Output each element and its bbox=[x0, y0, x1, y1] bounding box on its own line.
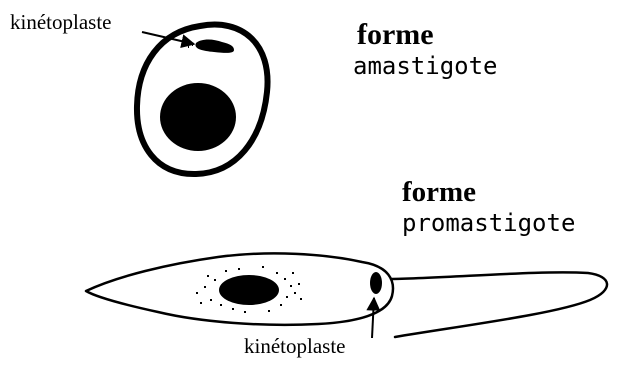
promastigote-title-line1: forme bbox=[402, 178, 476, 207]
amastigote-title-line1: forme bbox=[357, 20, 434, 50]
amastigote-title-line2: amastigote bbox=[353, 54, 498, 78]
kinetoplast-label-bottom: kinétoplaste bbox=[244, 336, 345, 357]
promastigote-flagellum bbox=[392, 272, 607, 337]
promastigote-kinetoplast bbox=[370, 272, 382, 294]
promastigote-cell bbox=[86, 253, 607, 338]
promastigote-nucleus bbox=[219, 275, 279, 305]
amastigote-nucleus bbox=[160, 83, 236, 151]
promastigote-pointer-arrow bbox=[372, 298, 374, 338]
kinetoplast-label-top: kinétoplaste bbox=[10, 12, 111, 33]
promastigote-title-line2: promastigote bbox=[402, 211, 575, 235]
amastigote-kinetoplast-dots bbox=[188, 45, 193, 47]
amastigote-cell bbox=[137, 25, 268, 174]
amastigote-kinetoplast bbox=[195, 40, 234, 53]
